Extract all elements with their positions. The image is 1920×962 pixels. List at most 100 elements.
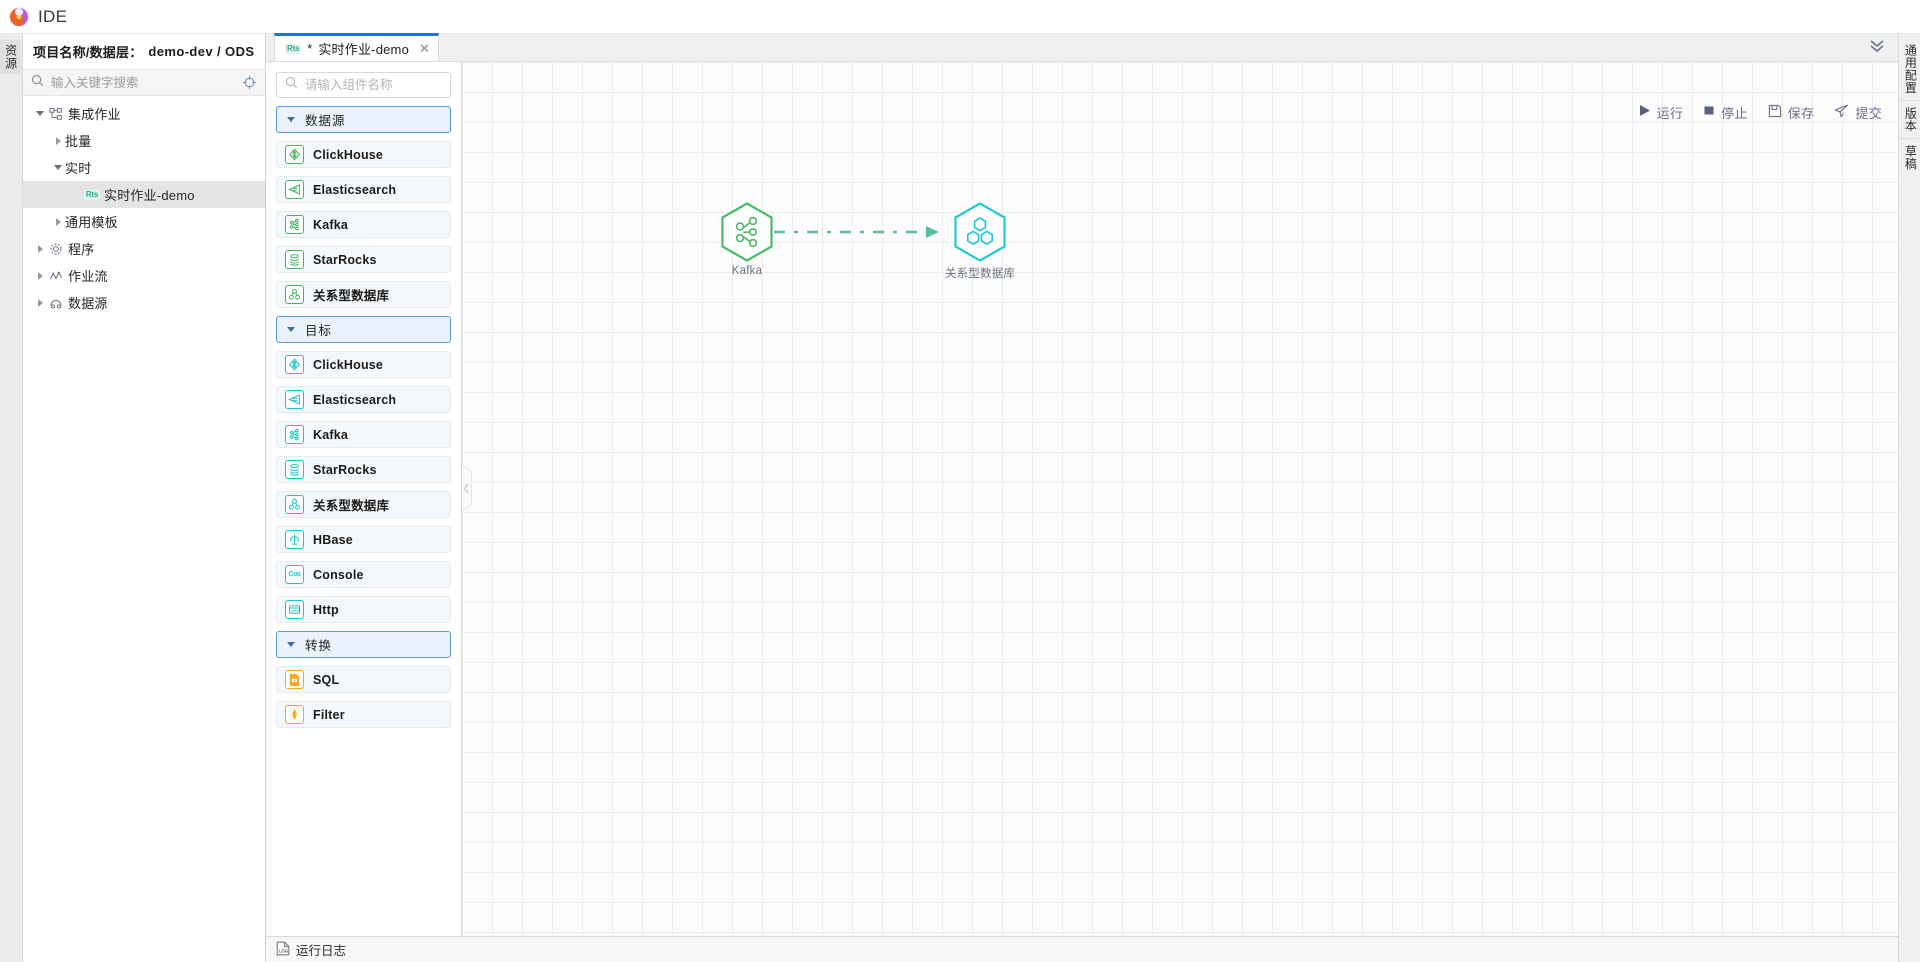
caret-right-icon[interactable] xyxy=(33,242,47,256)
clickhouse-icon xyxy=(285,145,304,164)
caret-down-icon[interactable] xyxy=(277,117,305,122)
caret-right-icon[interactable] xyxy=(51,215,65,229)
palette-item-label: ClickHouse xyxy=(313,357,384,372)
flow-canvas[interactable]: Kafka 关系型数据库 xyxy=(462,62,1898,936)
sitemap-icon xyxy=(47,107,65,121)
palette-group-2[interactable]: 转换 xyxy=(276,631,451,658)
starrocks-icon xyxy=(285,250,304,269)
tree-node-1[interactable]: 批量 xyxy=(23,127,265,154)
close-icon[interactable]: ✕ xyxy=(419,40,430,56)
palette-item-label: Console xyxy=(313,567,364,582)
tree-node-label: 数据源 xyxy=(68,296,108,311)
palette-item-1-7[interactable]: HTTP Http xyxy=(276,596,451,623)
rail-tab-resource[interactable]: 资源 xyxy=(0,40,21,74)
palette-item-1-2[interactable]: Kafka xyxy=(276,421,451,448)
editor-tab-rts-demo[interactable]: Rts * 实时作业-demo ✕ xyxy=(274,33,439,61)
submit-button[interactable]: 提交 xyxy=(1834,103,1882,122)
flow-icon xyxy=(47,269,65,283)
caret-right-icon[interactable] xyxy=(51,134,65,148)
palette-item-1-3[interactable]: StarRocks xyxy=(276,456,451,483)
tree-node-5[interactable]: 程序 xyxy=(23,235,265,262)
run-log-label: 运行日志 xyxy=(296,944,347,958)
palette-item-label: SQL xyxy=(313,672,340,687)
palette-group-1[interactable]: 目标 xyxy=(276,316,451,343)
right-rail-tab-1[interactable]: 版本 xyxy=(1899,101,1920,139)
tree-node-label: 集成作业 xyxy=(68,107,121,122)
app-frame: 资源 项目名称/数据层： demo-dev / ODS xyxy=(0,33,1920,962)
palette-item-label: Kafka xyxy=(313,427,349,442)
palette-item-1-5[interactable]: HBase xyxy=(276,526,451,553)
run-log-bar[interactable]: LOG 运行日志 xyxy=(266,936,1898,962)
svg-text:HTTP: HTTP xyxy=(291,609,299,613)
palette-item-2-0[interactable]: SQL xyxy=(276,666,451,693)
caret-down-icon[interactable] xyxy=(51,161,65,175)
palette-item-0-4[interactable]: 关系型数据库 xyxy=(276,281,451,308)
tree-node-2[interactable]: 实时 xyxy=(23,154,265,181)
palette-item-label: HBase xyxy=(313,532,353,547)
palette-item-0-0[interactable]: ClickHouse xyxy=(276,141,451,168)
svg-text:LOG: LOG xyxy=(279,948,288,953)
caret-right-icon[interactable] xyxy=(33,269,47,283)
caret-down-icon[interactable] xyxy=(277,642,305,647)
palette-group-0[interactable]: 数据源 xyxy=(276,106,451,133)
tree-node-label: 通用模板 xyxy=(65,215,118,230)
tree-search-input[interactable] xyxy=(51,75,221,90)
right-rail-tab-2[interactable]: 草稿 xyxy=(1903,145,1918,170)
palette-item-1-4[interactable]: 关系型数据库 xyxy=(276,491,451,518)
component-palette: 数据源ClickHouseElasticsearchKafkaStarRocks… xyxy=(266,62,462,936)
palette-item-0-1[interactable]: Elasticsearch xyxy=(276,176,451,203)
rts-badge: Rts xyxy=(83,189,101,200)
log-file-icon: LOG xyxy=(276,941,290,959)
canvas-node-1[interactable]: 关系型数据库 xyxy=(944,202,1016,281)
tree-search-bar[interactable] xyxy=(23,70,265,96)
project-header: 项目名称/数据层： demo-dev / ODS xyxy=(23,34,265,70)
kafka-hex-icon xyxy=(720,202,774,262)
edge-layer xyxy=(774,226,939,238)
search-icon xyxy=(31,74,44,92)
elasticsearch-icon xyxy=(285,180,304,199)
palette-group-label: 数据源 xyxy=(305,114,346,128)
run-button[interactable]: 运行 xyxy=(1639,103,1684,122)
tree-node-7[interactable]: 数据源 xyxy=(23,289,265,316)
stop-button[interactable]: 停止 xyxy=(1703,103,1748,122)
caret-down-icon[interactable] xyxy=(33,107,47,121)
tree-node-0[interactable]: 集成作业 xyxy=(23,100,265,127)
run-label: 运行 xyxy=(1656,105,1684,121)
app-bar: IDE xyxy=(0,0,1920,34)
palette-item-1-0[interactable]: ClickHouse xyxy=(276,351,451,378)
palette-item-label: Http xyxy=(313,602,339,617)
app-title: IDE xyxy=(38,6,68,26)
stop-icon xyxy=(1703,104,1715,120)
kafka-icon xyxy=(285,215,304,234)
resource-tree-panel: 项目名称/数据层： demo-dev / ODS xyxy=(23,34,266,962)
canvas-node-label: 关系型数据库 xyxy=(944,268,1016,280)
crosshair-icon[interactable] xyxy=(242,75,257,95)
palette-collapse-handle[interactable] xyxy=(462,466,472,510)
palette-item-0-3[interactable]: StarRocks xyxy=(276,246,451,273)
search-icon xyxy=(285,76,298,94)
chevron-double-down-icon[interactable] xyxy=(1868,38,1886,59)
palette-search-bar[interactable] xyxy=(276,72,451,98)
tree-node-label: 程序 xyxy=(68,242,95,257)
caret-right-icon[interactable] xyxy=(33,296,47,310)
caret-down-icon[interactable] xyxy=(277,327,305,332)
save-button[interactable]: 保存 xyxy=(1768,103,1815,122)
palette-item-0-2[interactable]: Kafka xyxy=(276,211,451,238)
canvas-node-0[interactable]: Kafka xyxy=(714,202,780,277)
tree-node-6[interactable]: 作业流 xyxy=(23,262,265,289)
filter-icon xyxy=(285,705,304,724)
play-icon xyxy=(1639,104,1651,120)
palette-search-input[interactable] xyxy=(305,78,445,92)
right-rail-tab-0[interactable]: 通用配置 xyxy=(1899,38,1920,101)
palette-item-1-1[interactable]: Elasticsearch xyxy=(276,386,451,413)
tree-node-4[interactable]: 通用模板 xyxy=(23,208,265,235)
stop-label: 停止 xyxy=(1721,105,1748,121)
tree-node-label: 实时 xyxy=(65,161,92,176)
palette-item-label: StarRocks xyxy=(313,462,377,477)
palette-item-2-1[interactable]: Filter xyxy=(276,701,451,728)
save-label: 保存 xyxy=(1787,105,1815,121)
